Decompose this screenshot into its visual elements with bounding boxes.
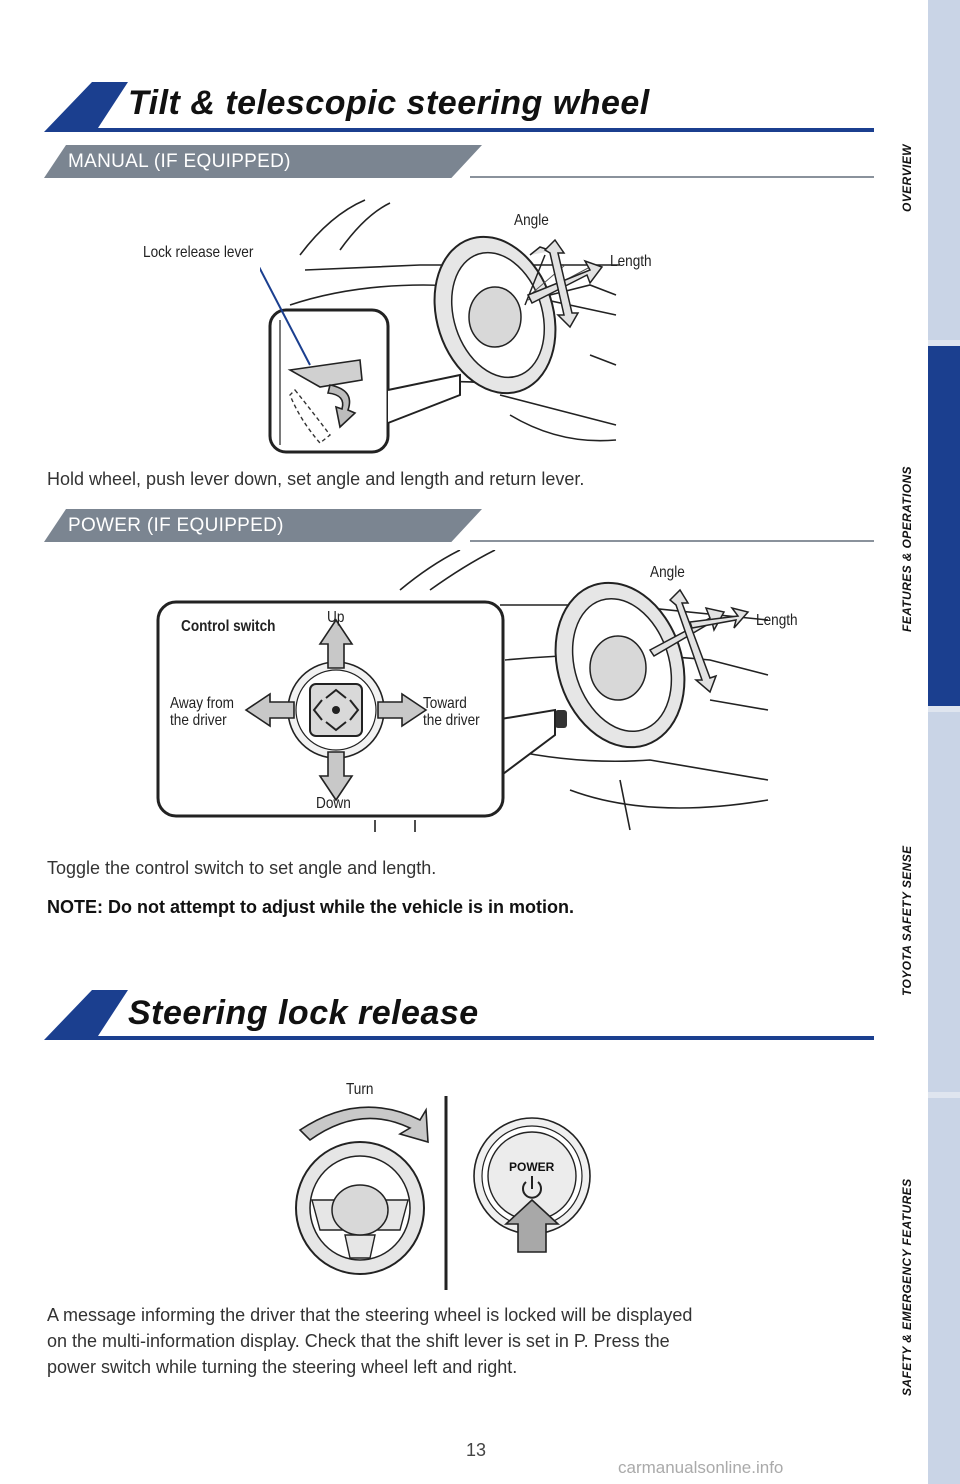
power-steering-illustration (156, 550, 769, 832)
subheader-band-power (44, 509, 482, 542)
label-away-line2: the driver (170, 712, 227, 729)
lock-caption-line: on the multi-information display. Check … (47, 1331, 670, 1351)
label-up: Up (327, 609, 345, 626)
subheader-manual: MANUAL (IF EQUIPPED) (68, 151, 291, 172)
label-toward-line1: Toward (423, 695, 467, 712)
label-length-power: Length (756, 612, 798, 629)
tab-label-safety-emergency: SAFETY & EMERGENCY FEATURES (900, 1178, 914, 1397)
tab-label-overview: OVERVIEW (900, 144, 914, 212)
tab-safety-emergency[interactable] (928, 1098, 960, 1484)
label-down: Down (316, 795, 351, 812)
tab-label-safety-sense: TOYOTA SAFETY SENSE (900, 845, 914, 996)
subheader-power: POWER (IF EQUIPPED) (68, 515, 284, 536)
section-header-bg (98, 82, 874, 128)
subheader-rule (470, 540, 874, 542)
tab-features-operations[interactable] (928, 346, 960, 706)
label-away-line1: Away from (170, 695, 234, 712)
label-toward-driver: Toward the driver (423, 695, 480, 729)
label-angle-power: Angle (650, 564, 685, 581)
power-caption: Toggle the control switch to set angle a… (47, 858, 437, 878)
label-angle-manual: Angle (514, 212, 549, 229)
subheader-rule (470, 176, 874, 178)
steering-lock-illustration (295, 1096, 591, 1290)
lock-caption: A message informing the driver that the … (47, 1302, 692, 1380)
section-header-bg (98, 990, 874, 1036)
manual-steering-illustration (260, 199, 620, 454)
label-away-from-driver: Away from the driver (170, 695, 234, 729)
page-number: 13 (466, 1440, 487, 1460)
manual-caption: Hold wheel, push lever down, set angle a… (47, 469, 585, 489)
label-toward-line2: the driver (423, 712, 480, 729)
label-turn: Turn (346, 1081, 374, 1098)
tab-toyota-safety-sense[interactable] (928, 712, 960, 1092)
power-note: NOTE: Do not attempt to adjust while the… (47, 897, 575, 917)
lock-caption-line: power switch while turning the steering … (47, 1357, 518, 1377)
watermark: carmanualsonline.info (618, 1458, 784, 1477)
lock-caption-line: A message informing the driver that the … (47, 1305, 693, 1325)
subheader-band-manual (44, 145, 482, 178)
label-control-switch: Control switch (181, 618, 276, 635)
section-title-steering-lock: Steering lock release (128, 994, 479, 1032)
power-button-label: POWER (509, 1160, 555, 1174)
label-lock-release-lever: Lock release lever (143, 244, 254, 261)
section-title-tilt: Tilt & telescopic steering wheel (128, 84, 650, 122)
tab-overview[interactable] (928, 0, 960, 340)
tab-label-features: FEATURES & OPERATIONS (900, 466, 914, 632)
label-length-manual: Length (610, 253, 652, 270)
